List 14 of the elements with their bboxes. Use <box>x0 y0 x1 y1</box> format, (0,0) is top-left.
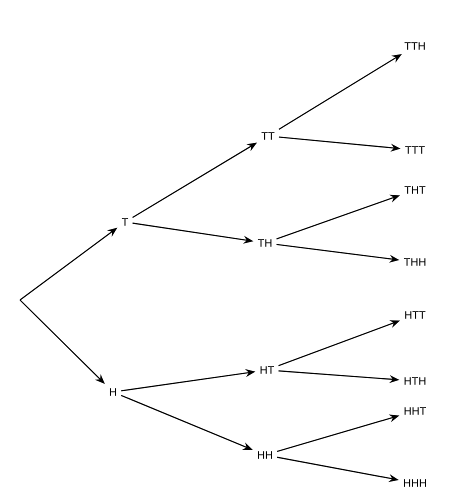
node-label: HTT <box>405 311 426 319</box>
node-label: H <box>110 388 116 396</box>
node-label: TT <box>262 132 274 140</box>
node-label: THH <box>404 258 426 266</box>
node-label: T <box>122 218 128 226</box>
node-label: TH <box>258 239 272 247</box>
node-label: HHH <box>404 479 426 487</box>
node-label: HHT <box>404 407 426 415</box>
node-label: HT <box>260 366 274 374</box>
node-label: HTH <box>404 377 426 385</box>
node-label: TTT <box>405 146 425 154</box>
node-label: THT <box>404 186 426 194</box>
node-label: HH <box>258 451 272 459</box>
node-label: TTH <box>404 42 425 50</box>
